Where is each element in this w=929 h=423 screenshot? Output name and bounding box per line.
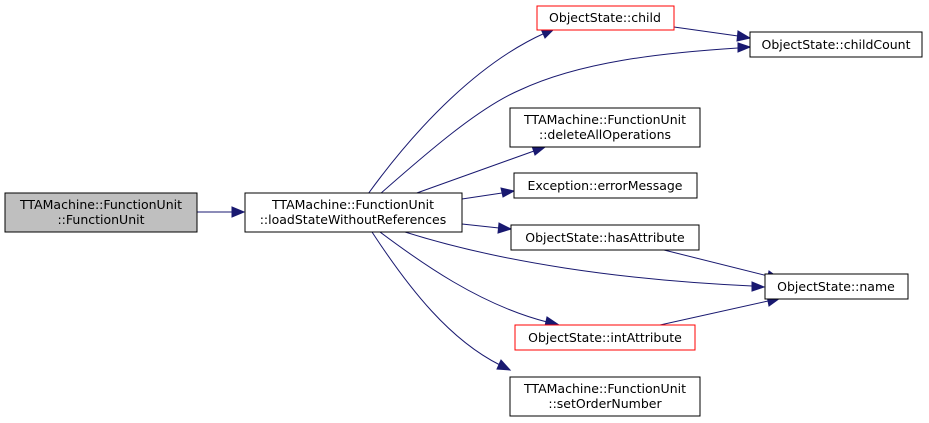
node-set-order-number[interactable]: TTAMachine::FunctionUnit ::setOrderNumbe… xyxy=(509,376,701,417)
node-load-state-label-line2: ::loadStateWithoutReferences xyxy=(260,212,447,227)
edge-load-state-to-error-message xyxy=(461,187,516,200)
edge-load-state-to-int-attribute xyxy=(379,231,561,327)
node-child-count[interactable]: ObjectState::childCount xyxy=(749,31,923,58)
edge-int-attribute-to-name xyxy=(659,295,782,326)
node-function-unit[interactable]: TTAMachine::FunctionUnit ::FunctionUnit xyxy=(4,192,198,233)
node-int-attribute-label: ObjectState::intAttribute xyxy=(528,330,682,345)
node-set-order-number-label-line2: ::setOrderNumber xyxy=(548,396,662,411)
node-int-attribute[interactable]: ObjectState::intAttribute xyxy=(514,324,696,351)
edge-function-unit-to-load-state xyxy=(197,206,246,218)
node-set-order-number-label-line1: TTAMachine::FunctionUnit xyxy=(523,381,686,396)
node-function-unit-label-line1: TTAMachine::FunctionUnit xyxy=(19,197,182,212)
node-name[interactable]: ObjectState::name xyxy=(764,273,909,300)
node-error-message[interactable]: Exception::errorMessage xyxy=(513,172,698,199)
edge-has-attribute-to-name xyxy=(663,249,782,282)
edge-load-state-to-set-order-number xyxy=(371,231,512,371)
node-load-state-without-references[interactable]: TTAMachine::FunctionUnit ::loadStateWith… xyxy=(244,192,463,233)
node-has-attribute[interactable]: ObjectState::hasAttribute xyxy=(510,224,700,251)
node-function-unit-label-line2: ::FunctionUnit xyxy=(57,212,144,227)
node-load-state-label-line1: TTAMachine::FunctionUnit xyxy=(271,197,434,212)
node-error-message-label: Exception::errorMessage xyxy=(528,178,683,193)
edge-load-state-to-child-count xyxy=(379,42,752,195)
edge-child-to-child-count xyxy=(673,26,752,42)
node-child-count-label: ObjectState::childCount xyxy=(761,37,910,52)
node-child-label: ObjectState::child xyxy=(549,10,661,25)
node-has-attribute-label: ObjectState::hasAttribute xyxy=(525,230,685,245)
edge-load-state-to-name xyxy=(404,231,766,292)
node-child[interactable]: ObjectState::child xyxy=(536,5,675,31)
node-delete-all-ops-label-line2: ::deleteAllOperations xyxy=(539,127,671,142)
edge-load-state-to-has-attribute xyxy=(461,222,513,234)
node-delete-all-ops-label-line1: TTAMachine::FunctionUnit xyxy=(523,112,686,127)
node-name-label: ObjectState::name xyxy=(777,279,895,294)
node-layer: TTAMachine::FunctionUnit ::FunctionUnit … xyxy=(4,5,923,417)
node-delete-all-operations[interactable]: TTAMachine::FunctionUnit ::deleteAllOper… xyxy=(509,107,701,148)
